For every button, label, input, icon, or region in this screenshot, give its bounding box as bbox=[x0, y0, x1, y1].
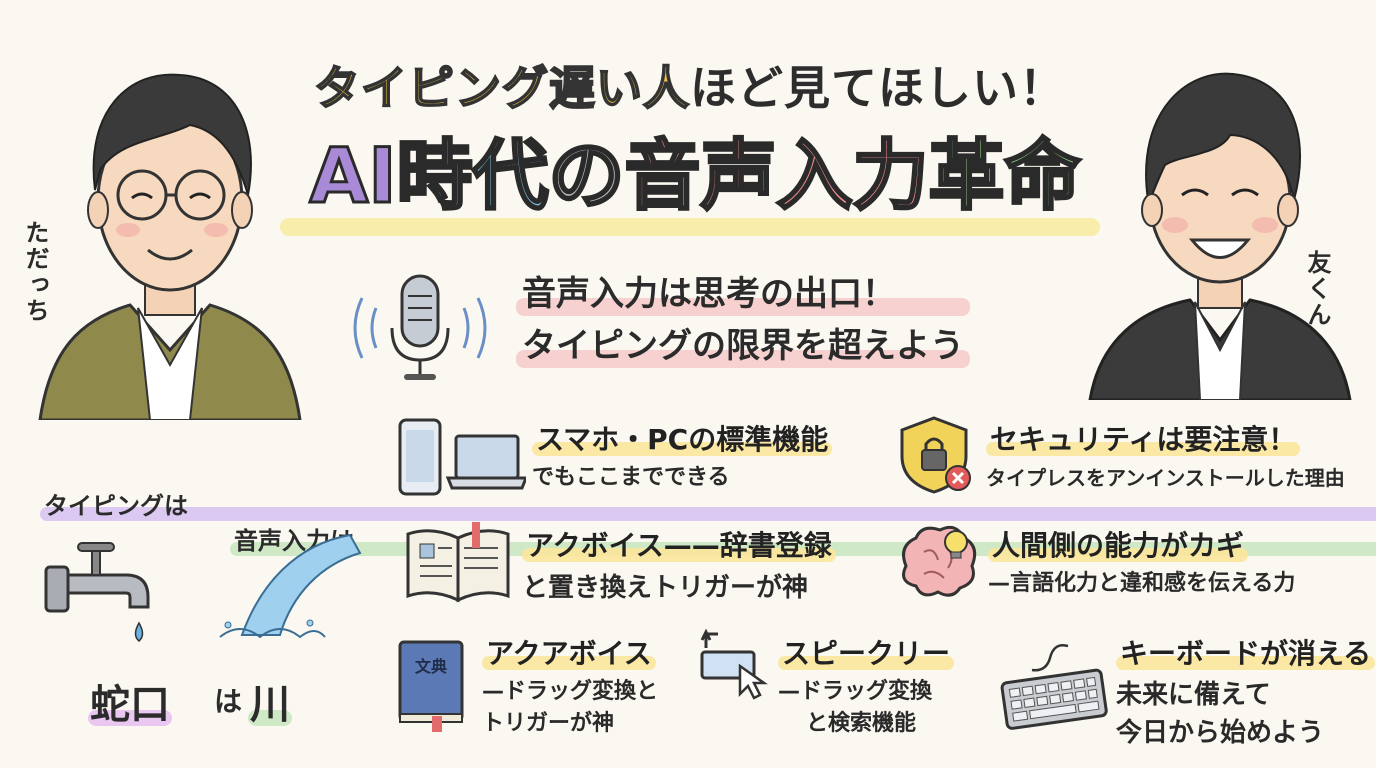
feature-keyboard-body2: 今日から始めよう bbox=[1116, 718, 1325, 748]
title-ai: AI bbox=[308, 131, 398, 220]
river-icon bbox=[219, 533, 362, 639]
title-kakumei: 革命 bbox=[927, 131, 1082, 220]
feature-human-head: 人間側の能力がカギ bbox=[988, 524, 1249, 564]
title-highlight bbox=[280, 218, 1100, 236]
feature-standard: スマホ・PCの標準機能 でもここまでできる bbox=[532, 418, 833, 494]
phone-laptop-icon bbox=[398, 418, 526, 496]
feature-keyboard: キーボードが消える 未来に備えて 今日から始めよう bbox=[1116, 632, 1376, 752]
is-word: は bbox=[214, 685, 243, 718]
dictionary-icon: 文典 bbox=[398, 640, 464, 732]
feature-aquavoice-dash: —— bbox=[663, 529, 720, 562]
title-onsei: 音声入力 bbox=[623, 131, 930, 220]
feature-aquavoice2: アクアボイス —ドラッグ変換と トリガーが神 bbox=[482, 632, 658, 740]
headline-part1: タイピング遅い bbox=[313, 60, 643, 116]
title-jidai: 時代 bbox=[395, 131, 550, 220]
feature-security-head: セキュリティは要注意！ bbox=[986, 418, 1301, 458]
main-title: AI時代の音声入力革命 bbox=[280, 131, 1110, 220]
feature-aquavoice-head2: 辞書登録 bbox=[719, 529, 832, 562]
headline-part3: ほど見てほしい！ bbox=[690, 61, 1066, 115]
feature-aquavoice2-head: アクアボイス bbox=[482, 632, 656, 672]
feature-human-body: —言語化力と違和感を伝える力 bbox=[988, 571, 1296, 596]
river-word: 川 bbox=[248, 682, 292, 728]
feature-aquavoice: アクボイス——辞書登録 と置き換えトリガーが神 bbox=[522, 524, 836, 608]
headline: タイピング遅い人ほど見てほしい！ bbox=[300, 52, 1080, 118]
right-person-illustration bbox=[1088, 72, 1352, 400]
right-person-name: 友くん bbox=[1303, 250, 1331, 328]
subtitle: 音声入力は思考の出口！ タイピングの限界を超えよう bbox=[516, 268, 970, 372]
headline-part2: 人 bbox=[642, 60, 690, 116]
feature-keyboard-head: キーボードが消える bbox=[1116, 632, 1376, 672]
feature-aquavoice2-body1: —ドラッグ変換と bbox=[482, 679, 659, 704]
feature-security: セキュリティは要注意！ タイプレスをアンインストールした理由 bbox=[986, 418, 1345, 494]
left-person-name: ただっち bbox=[21, 220, 49, 324]
feature-speakly: スピークリー —ドラッグ変換 と検索機能 bbox=[778, 632, 955, 740]
feature-standard-head: スマホ・PCの標準機能 bbox=[532, 418, 833, 458]
feature-speakly-body1: —ドラッグ変換 bbox=[778, 679, 933, 704]
keyboard-icon bbox=[1000, 644, 1108, 730]
drag-cursor-icon bbox=[700, 628, 768, 700]
open-book-icon bbox=[406, 522, 510, 603]
feature-aquavoice-head: アクボイス bbox=[526, 529, 664, 562]
subtitle-line1: 音声入力は思考の出口！ bbox=[522, 274, 896, 314]
feature-speakly-body2: と検索機能 bbox=[806, 711, 917, 736]
feature-aquavoice2-body2: トリガーが神 bbox=[482, 711, 615, 736]
feature-security-body: タイプレスをアンインストールした理由 bbox=[986, 466, 1345, 490]
brain-lightbulb-icon bbox=[902, 525, 977, 597]
dictionary-label: 文典 bbox=[415, 657, 447, 676]
typing-label: タイピングは bbox=[40, 486, 1376, 521]
feature-keyboard-body1: 未来に備えて bbox=[1116, 680, 1271, 710]
feature-standard-body: でもここまでできる bbox=[532, 465, 730, 490]
subtitle-line2: タイピングの限界を超えよう bbox=[522, 326, 964, 366]
faucet-icon bbox=[44, 542, 150, 642]
feature-aquavoice-body: と置き換えトリガーが神 bbox=[522, 573, 809, 603]
feature-human: 人間側の能力がカギ —言語化力と違和感を伝える力 bbox=[988, 524, 1295, 600]
feature-speakly-head: スピークリー bbox=[778, 632, 955, 672]
left-person-illustration bbox=[38, 73, 302, 420]
faucet-word: 蛇口 bbox=[88, 682, 172, 728]
microphone-icon bbox=[353, 274, 487, 380]
security-shield-icon bbox=[900, 416, 971, 494]
title-no: の bbox=[547, 131, 626, 220]
